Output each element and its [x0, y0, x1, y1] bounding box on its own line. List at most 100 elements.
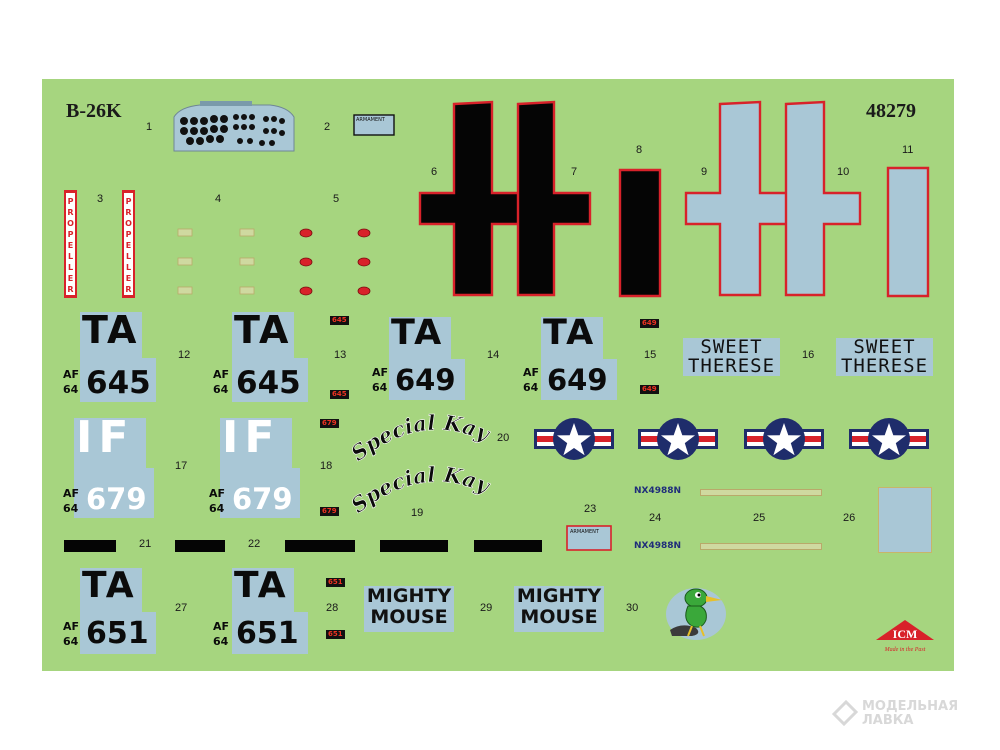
watermark-line1: МОДЕЛЬНАЯ	[862, 699, 959, 714]
registration-text: NX4988N	[634, 541, 682, 551]
code-panel	[74, 418, 146, 468]
code-year: 64	[63, 635, 79, 648]
item-number: 2	[324, 121, 331, 133]
code-panel	[232, 358, 308, 402]
tiny-serial: 651	[326, 630, 345, 639]
code-if: IF	[222, 412, 281, 463]
icm-logo: ICM Made in the Past	[876, 620, 934, 653]
code-year: 64	[523, 381, 539, 394]
code-af: AF	[213, 620, 230, 633]
item-number: 17	[175, 460, 188, 472]
special-kay-bottom: Special Kay	[352, 462, 492, 518]
mighty-line2: MOUSE	[520, 606, 598, 628]
black-deicer-boots	[418, 100, 662, 298]
mighty-line2: MOUSE	[370, 606, 448, 628]
code-ta: TA	[234, 308, 291, 352]
code-year: 64	[213, 635, 229, 648]
code-panel	[74, 468, 154, 518]
armament-text: ARMAMENT	[356, 117, 385, 123]
mighty-line1: MIGHTY	[516, 585, 602, 607]
code-serial: 651	[86, 616, 149, 651]
code-year: 64	[63, 502, 79, 515]
tiny-serial: 679	[320, 419, 339, 428]
item-number: 14	[487, 349, 500, 361]
item-number: 24	[649, 512, 662, 524]
watermark-logo-icon	[832, 700, 858, 727]
grey-panel-decal	[878, 487, 932, 553]
special-kay-decal: Special Kay Special Kay	[352, 412, 492, 518]
catalog-number: 48279	[866, 100, 916, 122]
propeller-text: PROPELLER	[67, 197, 74, 294]
sweet-line2: THERESE	[687, 355, 776, 377]
code-af: AF	[209, 487, 226, 500]
star-and-bar-insignia	[638, 418, 718, 460]
sweet-therese-decal: SWEET THERESE	[836, 338, 933, 376]
armament-placard	[353, 114, 395, 136]
item-number: 18	[320, 460, 333, 472]
item-number: 23	[584, 503, 597, 515]
special-kay-top: Special Kay	[352, 412, 492, 466]
star-and-bar-insignia	[534, 418, 614, 460]
propeller-text: PROPELLER	[125, 197, 132, 294]
code-serial: 651	[236, 616, 299, 651]
tiny-serial: 645	[330, 316, 349, 325]
code-ta: TA	[82, 565, 136, 606]
code-panel	[232, 568, 294, 612]
long-stencil	[700, 489, 822, 496]
tiny-serial: 679	[320, 507, 339, 516]
national-insignia-row	[534, 418, 929, 460]
item-number: 13	[334, 349, 347, 361]
code-panel	[541, 317, 603, 359]
sweet-line2: THERESE	[840, 355, 929, 377]
propeller-strip-inner	[66, 193, 75, 295]
item-number: 8	[636, 144, 643, 156]
item-number: 4	[215, 193, 222, 205]
instrument-panel-decal	[173, 101, 295, 152]
sweet-line1: SWEET	[853, 336, 916, 358]
code-panel	[220, 418, 292, 468]
item-number: 11	[902, 144, 914, 156]
item-number: 28	[326, 602, 339, 614]
tiny-serial: 651	[326, 578, 345, 587]
code-panel	[232, 312, 294, 358]
item-number: 6	[431, 166, 438, 178]
code-serial: 645	[236, 365, 301, 401]
armament-placard-red	[566, 525, 612, 551]
star-and-bar-insignia	[744, 418, 824, 460]
item-number: 9	[701, 166, 708, 178]
black-stripe	[175, 540, 225, 552]
red-oval-stencils	[299, 228, 371, 296]
tiny-serial: 649	[640, 385, 659, 394]
item-number: 22	[248, 538, 261, 550]
code-panel	[220, 468, 300, 518]
code-panel	[389, 359, 465, 400]
item-number: 5	[333, 193, 340, 205]
grey-deicer-boots	[684, 100, 930, 298]
code-year: 64	[63, 383, 79, 396]
mighty-line1: MIGHTY	[366, 585, 452, 607]
item-number: 15	[644, 349, 657, 361]
code-af: AF	[372, 366, 389, 379]
item-number: 30	[626, 602, 639, 614]
code-af: AF	[63, 368, 80, 381]
long-stencil	[700, 543, 822, 550]
sweet-therese-decal: SWEET THERESE	[683, 338, 780, 376]
code-af: AF	[523, 366, 540, 379]
code-ta: TA	[234, 565, 288, 606]
code-panel	[80, 568, 142, 612]
code-af: AF	[63, 620, 80, 633]
black-stripe	[380, 540, 448, 552]
mighty-mouse-decal: MIGHTY MOUSE	[514, 586, 604, 632]
code-serial: 645	[86, 365, 151, 401]
black-stripe	[474, 540, 542, 552]
code-ta: TA	[543, 313, 596, 353]
code-serial: 649	[395, 363, 456, 397]
mighty-mouse-decal: MIGHTY MOUSE	[364, 586, 454, 632]
small-stencils	[177, 228, 255, 295]
code-serial: 679	[232, 482, 293, 516]
code-af: AF	[213, 368, 230, 381]
tiny-serial: 649	[640, 319, 659, 328]
code-serial: 649	[547, 363, 608, 397]
code-panel	[389, 317, 451, 359]
item-number: 1	[146, 121, 153, 133]
